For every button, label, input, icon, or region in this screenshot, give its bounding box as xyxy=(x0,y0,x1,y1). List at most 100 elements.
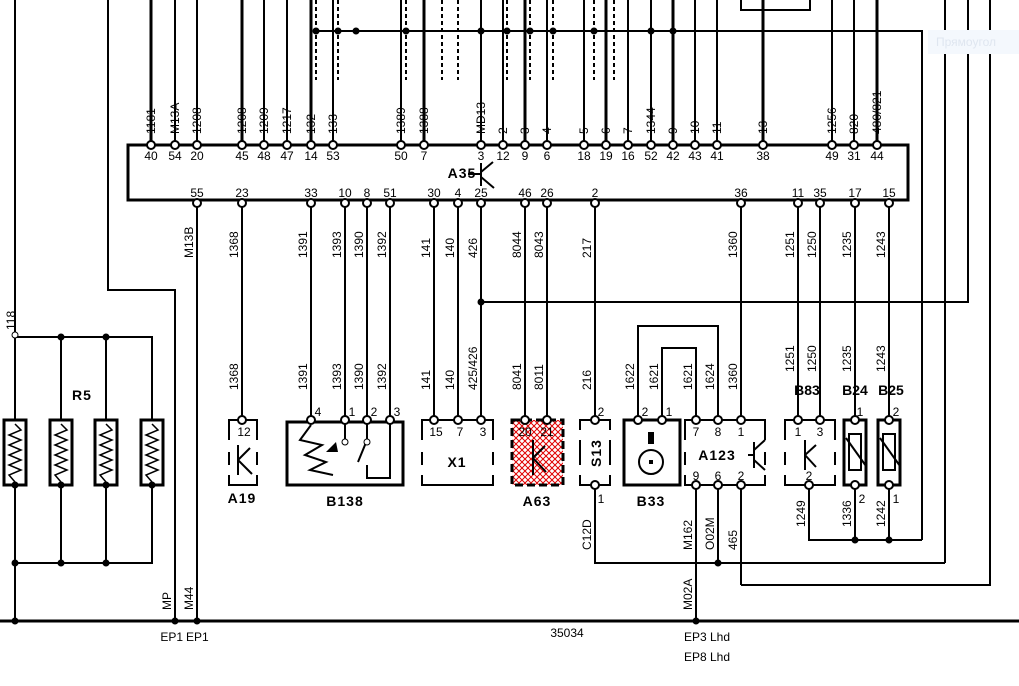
pin-terminal xyxy=(590,480,600,490)
wire-label: 1217 xyxy=(280,107,294,134)
pin-number: 1 xyxy=(738,425,745,439)
junction-dot xyxy=(692,617,700,625)
pin-terminal xyxy=(758,140,768,150)
wire-label: 6 xyxy=(599,127,613,134)
pin-terminal xyxy=(429,198,439,208)
pin-number: 2 xyxy=(598,405,605,419)
pin-terminal xyxy=(668,140,678,150)
pin-number: 12 xyxy=(237,425,251,439)
pin-number: 2 xyxy=(859,492,866,506)
wire-label: 1250 xyxy=(805,345,819,372)
wire-label: 4 xyxy=(540,127,554,134)
pin-number: 4 xyxy=(315,405,322,419)
pin-number: 1 xyxy=(598,492,605,506)
pin-terminal xyxy=(690,140,700,150)
wire-label: 1393 xyxy=(330,231,344,258)
pin-terminal xyxy=(850,415,860,425)
component-label-b33: B33 xyxy=(637,493,666,509)
wire-label: 118 xyxy=(4,311,18,330)
pin-terminal xyxy=(520,415,530,425)
pin-terminal xyxy=(542,140,552,150)
pin-number: 7 xyxy=(693,425,700,439)
junction-dot xyxy=(714,559,722,567)
pin-number: 11 xyxy=(792,186,805,200)
pin-terminal xyxy=(453,198,463,208)
pin-terminal xyxy=(396,140,406,150)
wire-label: 426 xyxy=(466,238,480,258)
pin-number: 52 xyxy=(644,149,658,163)
pin-number: 48 xyxy=(257,149,271,163)
junction-dot xyxy=(57,333,65,341)
ground-label: EP8 Lhd xyxy=(684,650,730,664)
pin-number: 17 xyxy=(848,186,862,200)
junction-dot xyxy=(193,617,201,625)
pin-number: 40 xyxy=(144,149,158,163)
pin-number: 21 xyxy=(540,425,554,439)
wire-label: 217 xyxy=(580,238,594,258)
pin-number: 6 xyxy=(715,469,722,483)
pin-terminal xyxy=(419,140,429,150)
wire-label: 8044 xyxy=(510,231,524,258)
pin-number: 3 xyxy=(480,425,487,439)
wire-label: 10 xyxy=(688,120,702,134)
wire-label: 5 xyxy=(577,127,591,134)
pin-number: 1 xyxy=(349,405,356,419)
wire-label: MP xyxy=(160,592,174,610)
junction-dot xyxy=(171,617,179,625)
pin-terminal xyxy=(827,140,837,150)
pin-number: 46 xyxy=(518,186,532,200)
pin-terminal xyxy=(884,480,894,490)
resistor-zigzag xyxy=(7,423,23,483)
wire-label: 141 xyxy=(419,238,433,258)
pin-number: 1 xyxy=(795,425,802,439)
pin-number: 38 xyxy=(756,149,770,163)
tooltip: Прямоугол xyxy=(928,30,1019,54)
pin-terminal xyxy=(736,198,746,208)
wire-label: 1393 xyxy=(330,363,344,390)
pin-terminal xyxy=(385,415,395,425)
pin-number: 20 xyxy=(190,149,204,163)
pin-number: 9 xyxy=(522,149,529,163)
pin-number: 3 xyxy=(394,405,401,419)
wire-label: 1390 xyxy=(352,231,366,258)
wire-label: 820 xyxy=(847,114,861,134)
junction-dot xyxy=(647,27,655,35)
pin-number: 2 xyxy=(642,405,649,419)
component-label-s13: S13 xyxy=(588,439,604,467)
resistor-zigzag xyxy=(98,423,114,483)
pin-number: 44 xyxy=(870,149,884,163)
junction-dot xyxy=(57,481,65,489)
pin-terminal xyxy=(736,415,746,425)
ground-label: EP3 Lhd xyxy=(684,630,730,644)
junction-dot xyxy=(477,298,485,306)
wire-label: 140 xyxy=(443,238,457,258)
junction-dot xyxy=(57,559,65,567)
pin-terminal xyxy=(804,480,814,490)
wire-label: 480/821 xyxy=(870,90,884,134)
wire-label: 1250 xyxy=(805,231,819,258)
junction-dot xyxy=(352,27,360,35)
ecu-box xyxy=(126,143,910,202)
pin-terminal xyxy=(476,140,486,150)
pin-terminal xyxy=(590,415,600,425)
pin-number: 47 xyxy=(280,149,294,163)
junction-dot xyxy=(312,27,320,35)
drawing-code: 35034 xyxy=(550,626,584,640)
junction-dot xyxy=(102,333,110,341)
pin-terminal xyxy=(657,415,667,425)
pin-number: 55 xyxy=(190,186,204,200)
wire-label: 8043 xyxy=(532,231,546,258)
pin-terminal xyxy=(850,198,860,208)
pin-number: 35 xyxy=(813,186,827,200)
wire-label: 1256 xyxy=(825,107,839,134)
pin-number: 2 xyxy=(371,405,378,419)
wire-label: 132 xyxy=(304,114,318,134)
wire-label: 425/426 xyxy=(466,346,480,390)
pin-number: 43 xyxy=(688,149,702,163)
wire-label: 1251 xyxy=(783,231,797,258)
pin-number: 2 xyxy=(806,469,813,483)
pin-terminal xyxy=(340,415,350,425)
wire-label: 1392 xyxy=(375,231,389,258)
wire-label: 1235 xyxy=(840,345,854,372)
component-label-a63: A63 xyxy=(523,493,552,509)
